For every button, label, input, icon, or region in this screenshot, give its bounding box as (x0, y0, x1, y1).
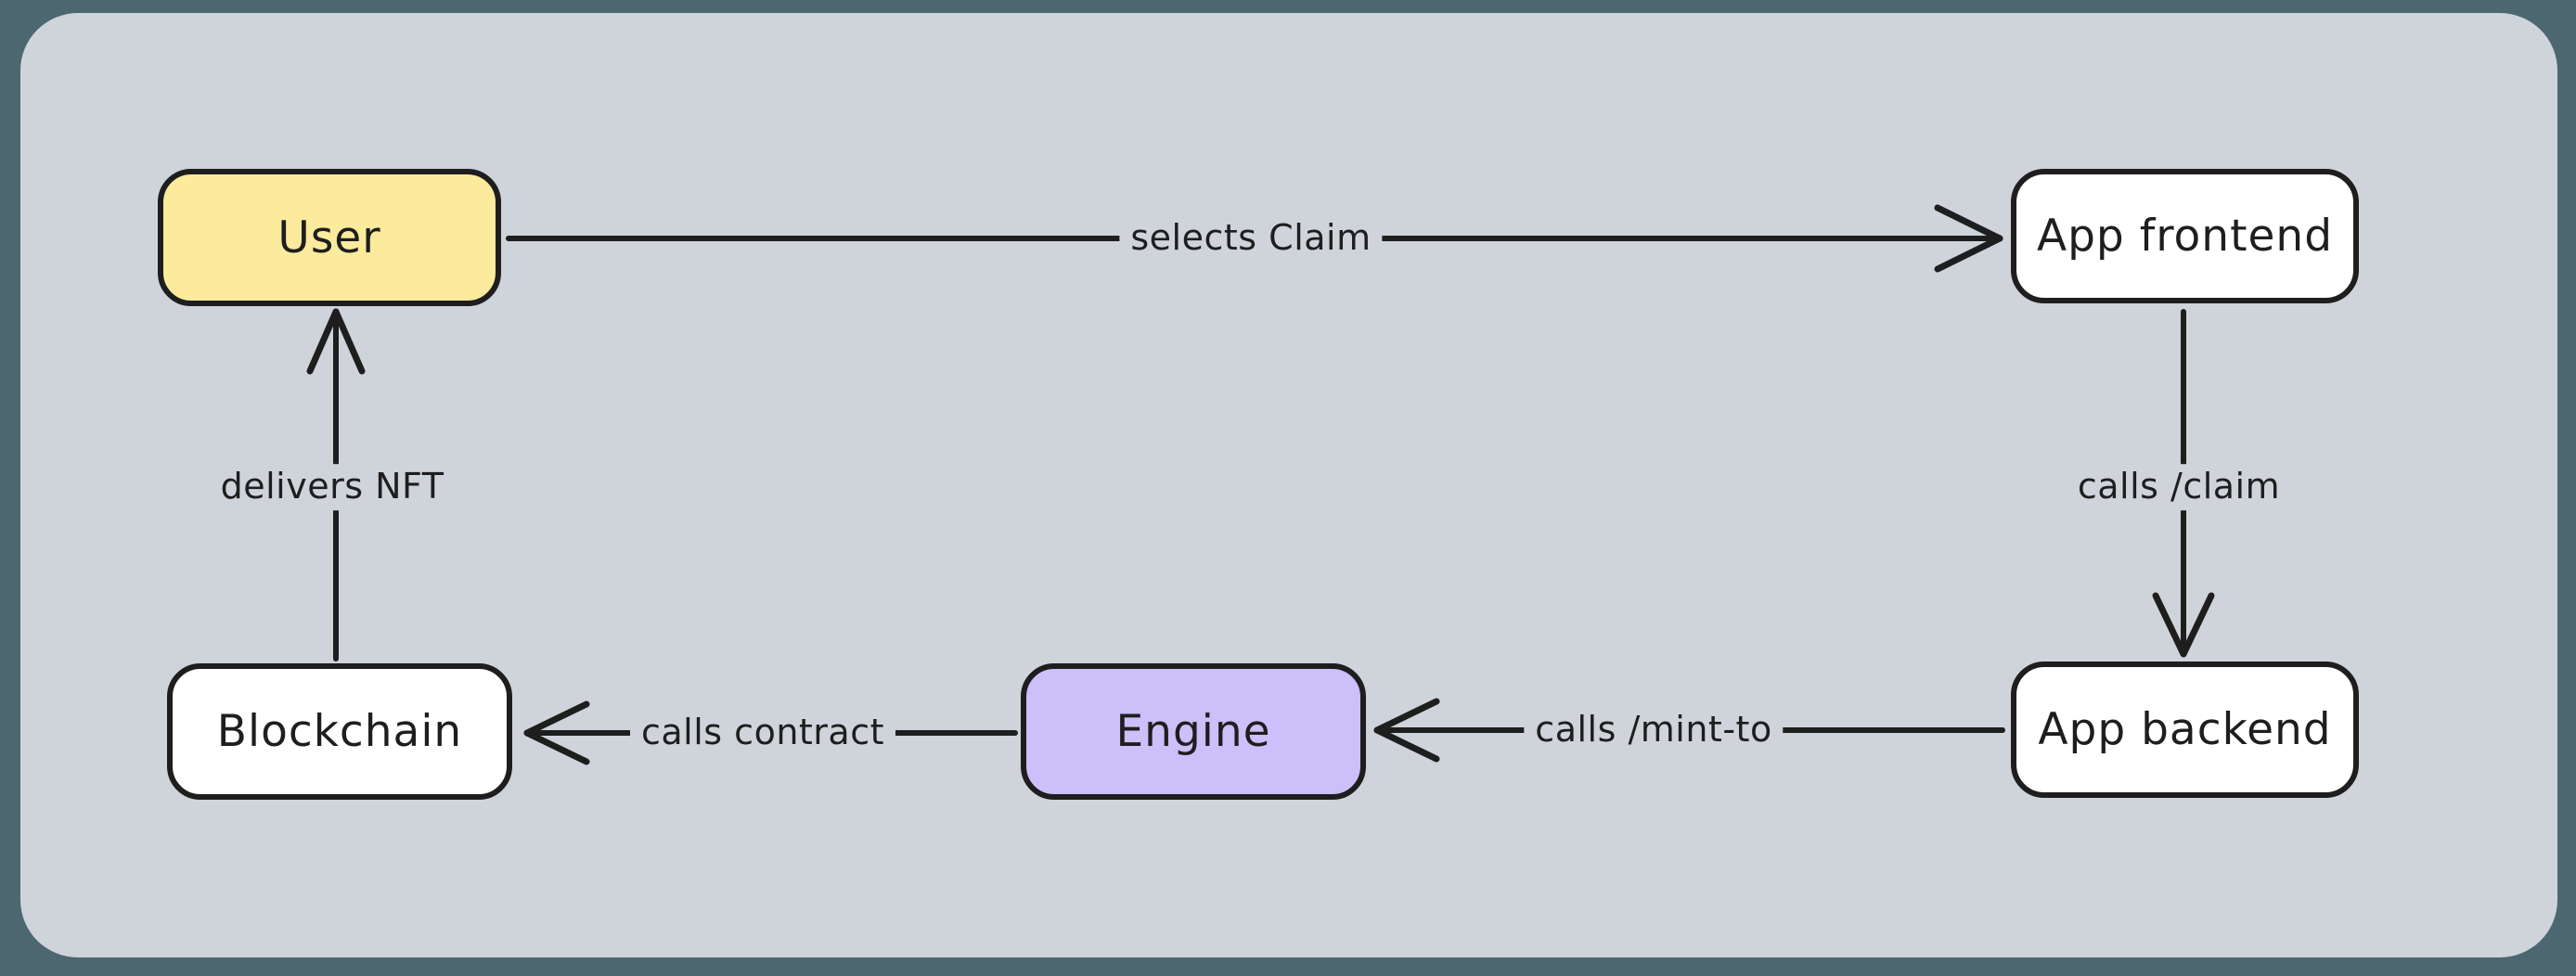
node-app-frontend[interactable]: App frontend (2011, 169, 2359, 303)
node-user-label: User (277, 212, 381, 263)
node-app-frontend-label: App frontend (2036, 211, 2334, 262)
node-engine[interactable]: Engine (1021, 663, 1366, 800)
edge-label-calls-mint-to[interactable]: calls /mint-to (1524, 707, 1784, 753)
edge-label-calls-claim[interactable]: calls /claim (2066, 464, 2292, 510)
node-user[interactable]: User (158, 169, 501, 306)
node-blockchain-label: Blockchain (216, 706, 463, 757)
edge-label-selects-claim[interactable]: selects Claim (1119, 215, 1383, 262)
edge-label-delivers-nft[interactable]: delivers NFT (209, 464, 456, 510)
node-app-backend[interactable]: App backend (2011, 661, 2359, 798)
node-engine-label: Engine (1115, 706, 1271, 757)
edge-label-calls-contract[interactable]: calls contract (630, 710, 895, 756)
node-app-backend-label: App backend (2038, 704, 2332, 755)
node-blockchain[interactable]: Blockchain (167, 663, 512, 800)
